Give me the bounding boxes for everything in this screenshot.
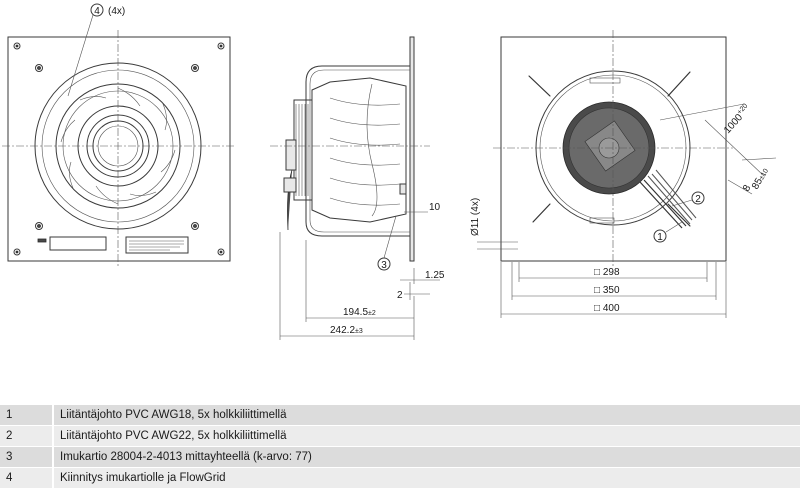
label-text-lines <box>129 240 184 251</box>
dim-1-25: 1.25 <box>400 268 445 284</box>
dim-8-text: 8 <box>741 183 754 194</box>
dim-10: 10 <box>404 202 441 213</box>
dim-242-2-tol: ±3 <box>355 328 363 335</box>
legend-row: 4 Kiinnitys imukartiolle ja FlowGrid <box>0 467 800 489</box>
dim-85-tol: ±10 <box>758 168 770 182</box>
svg-text:85±10: 85±10 <box>750 166 771 191</box>
label-plate-small <box>49 236 107 251</box>
dim-350: □ 350 <box>511 262 717 300</box>
dim-298: □ 298 <box>518 262 708 282</box>
callout-3: 3 <box>377 215 397 271</box>
callout-4: 4 (4x) <box>67 3 125 97</box>
callout-2-label: 2 <box>695 194 701 205</box>
legend-table: 1 Liitäntäjohto PVC AWG18, 5x holkkiliit… <box>0 405 800 489</box>
dim-8: 8 <box>727 179 754 195</box>
dim-1-25-text: 1.25 <box>425 270 445 281</box>
impeller-housing <box>311 77 407 223</box>
dim-242-2-text: 242.2 <box>330 325 355 336</box>
dim-2: 2 <box>397 282 430 301</box>
rear-plate <box>500 36 727 262</box>
legend-num: 1 <box>0 405 54 426</box>
legend-num: 3 <box>0 446 54 468</box>
legend-row: 1 Liitäntäjohto PVC AWG18, 5x holkkiliit… <box>0 405 800 426</box>
dim-1000: 1000+20 <box>659 103 765 177</box>
motor-body <box>293 99 313 201</box>
side-view: 3 10 1.25 2 194.5±2 <box>270 36 445 340</box>
dim-85-text: 85 <box>750 176 765 192</box>
callout-3-label: 3 <box>381 260 387 271</box>
dim-194-5-tol: ±2 <box>368 310 376 317</box>
legend-text: Liitäntäjohto PVC AWG22, 5x holkkiliitti… <box>53 425 800 447</box>
side-mounting-plate <box>409 36 415 262</box>
impeller-blades-front <box>60 87 176 205</box>
callout-1-label: 1 <box>657 232 663 243</box>
svg-text:194.5±2: 194.5±2 <box>343 307 376 318</box>
dim-85: 85±10 <box>741 157 777 192</box>
motor-hub <box>285 139 297 171</box>
mounting-holes-front <box>13 42 225 256</box>
dim-194-5-text: 194.5 <box>343 307 368 318</box>
legend-num: 4 <box>0 467 54 489</box>
callout-2: 2 <box>671 191 705 207</box>
logo-mark <box>37 238 47 243</box>
technical-drawing: 4 (4x) <box>2 3 777 340</box>
dim-400-text: □ 400 <box>594 303 620 314</box>
wire-guard <box>305 65 410 237</box>
callout-4-qty: (4x) <box>108 6 125 17</box>
label-plate-large <box>125 236 189 254</box>
impeller-blades-side <box>329 83 401 217</box>
legend-row: 3 Imukartio 28004-2-4013 mittayhteellä (… <box>0 446 800 468</box>
dim-hole-11-text: Ø11 (4x) <box>470 198 481 236</box>
legend-row: 2 Liitäntäjohto PVC AWG22, 5x holkkiliit… <box>0 425 800 447</box>
dim-1000-tol: +20 <box>736 103 749 117</box>
legend-text: Liitäntäjohto PVC AWG18, 5x holkkiliitti… <box>53 405 800 426</box>
rear-view: 1 2 1000+20 85±10 8 <box>470 30 777 318</box>
front-plate <box>7 36 231 262</box>
legend-text: Kiinnitys imukartiolle ja FlowGrid <box>53 467 800 489</box>
dim-298-text: □ 298 <box>594 267 620 278</box>
svg-text:242.2±3: 242.2±3 <box>330 325 363 336</box>
dim-10-text: 10 <box>429 202 441 213</box>
dim-350-text: □ 350 <box>594 285 620 296</box>
dim-2-text: 2 <box>397 290 403 301</box>
dim-242-2: 242.2±3 <box>279 232 414 340</box>
dim-400: □ 400 <box>500 262 727 318</box>
dim-194-5: 194.5±2 <box>305 240 415 340</box>
legend-num: 2 <box>0 425 54 447</box>
legend-text: Imukartio 28004-2-4013 mittayhteellä (k-… <box>53 446 800 468</box>
callout-4-label: 4 <box>94 6 100 17</box>
front-view: 4 (4x) <box>2 3 236 268</box>
callout-1: 1 <box>653 221 683 243</box>
rear-cables <box>639 169 697 229</box>
dim-hole-11: Ø11 (4x) <box>470 198 518 250</box>
frame-legs <box>528 71 691 227</box>
